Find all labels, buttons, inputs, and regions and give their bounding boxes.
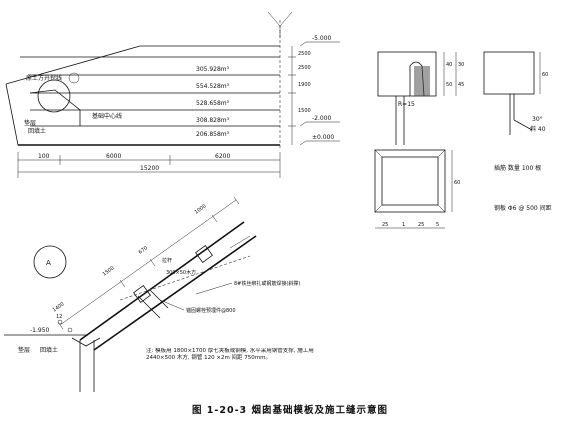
square-plan-outer	[374, 149, 446, 213]
bottom-dim-r2: 1	[402, 222, 405, 228]
north-arrow-icon	[267, 11, 293, 27]
top-dim-1: 40	[446, 62, 452, 68]
tie-label: 拉杆	[162, 257, 172, 264]
right-dim-3: 1900	[298, 82, 311, 88]
bottom-dim-r4: 5	[436, 222, 439, 228]
slope-dim-2: 1500	[102, 265, 116, 277]
profile-1	[377, 51, 437, 97]
bottom-dim-r1: 25	[382, 222, 388, 228]
left-label: 原土方开挖线	[26, 74, 62, 82]
slope-dim-1: 1400	[52, 301, 66, 313]
slope-dim-3: 670	[138, 245, 149, 255]
top-dim-3: 30	[458, 62, 464, 68]
top-dim-4: 45	[458, 82, 464, 88]
right-dim-2: 2500	[298, 65, 311, 71]
bottom-dim-4: 15200	[140, 165, 159, 172]
slope-dim-5: 12	[56, 314, 62, 320]
square-plan-inner	[381, 156, 439, 206]
right-dim-1: 2500	[298, 51, 311, 57]
pad-label: 垫层	[24, 119, 36, 127]
callout-2: 锚固螺栓预埋件@800	[186, 307, 236, 314]
detail-a-circle	[33, 245, 67, 279]
excavation-line	[5, 45, 141, 85]
elev-label-1: -5.000	[312, 35, 332, 42]
formwork-detail: A -1.950 垫层 回填土 1400 1500 670 10	[4, 196, 300, 392]
pad-label-2: 垫层	[18, 346, 30, 354]
steel-label: 钢板 Φ6 @ 500 间距	[494, 204, 552, 212]
side-label: 斜 40	[530, 125, 546, 133]
bottom-note: 注: 模板用 1800×1700 厚七夹板或钢模, 水平采用钢管支撑, 施工用 …	[146, 348, 314, 361]
callout-1: 8#铁丝绑扎或钢筋焊接(斜撑)	[234, 280, 300, 287]
detail-a-label: A	[46, 259, 51, 267]
bottom-dim-1: 100	[38, 153, 50, 160]
soil-label: 回填土	[28, 127, 46, 135]
bottom-dim-3: 6200	[215, 153, 230, 160]
height-dim: 60	[454, 180, 460, 186]
level-label-1: 305.928m³	[196, 66, 230, 73]
slope-dim-4: 1000	[194, 203, 208, 215]
level-label-3: 528.658m³	[196, 100, 230, 107]
slab-lower	[93, 235, 257, 351]
top-dim-2: 50	[446, 82, 452, 88]
soil-label-2: 回填土	[40, 346, 58, 354]
elev-label: -1.950	[30, 327, 50, 334]
level-label-5: 206.858m³	[196, 131, 230, 138]
deg-label: 30°	[532, 116, 543, 123]
slab-upper	[79, 221, 245, 341]
r-label: R=15	[398, 101, 415, 108]
detail-circle	[37, 79, 71, 113]
level-label-4: 308.828m³	[196, 117, 230, 124]
profile-2	[483, 51, 535, 95]
center-label: 基础中心线	[92, 112, 122, 120]
elev-label-2: -2.000	[312, 115, 332, 122]
bottom-dim-2: 6000	[106, 153, 121, 160]
elev-label-3: ±0.000	[312, 134, 334, 141]
rebar-label: 插筋 数量 100 根	[494, 164, 541, 172]
level-label-2: 554.528m³	[196, 83, 230, 90]
height-dim-2: 60	[542, 72, 548, 78]
right-dim-4: 1500	[298, 108, 311, 114]
foundation-section: 原土方开挖线 垫层 回填土 基础中心线 305.928m³ 554.528m³ …	[5, 11, 340, 178]
callout-3: 300×50木方	[166, 269, 196, 276]
caption: 图 1-20-3 烟囱基础模板及施工缝示意图	[192, 404, 388, 416]
bottom-dim-r3: 25	[418, 222, 424, 228]
right-details: R=15 40 50 30 45 60 30° 斜 40 60 25 1 25 …	[374, 51, 552, 229]
